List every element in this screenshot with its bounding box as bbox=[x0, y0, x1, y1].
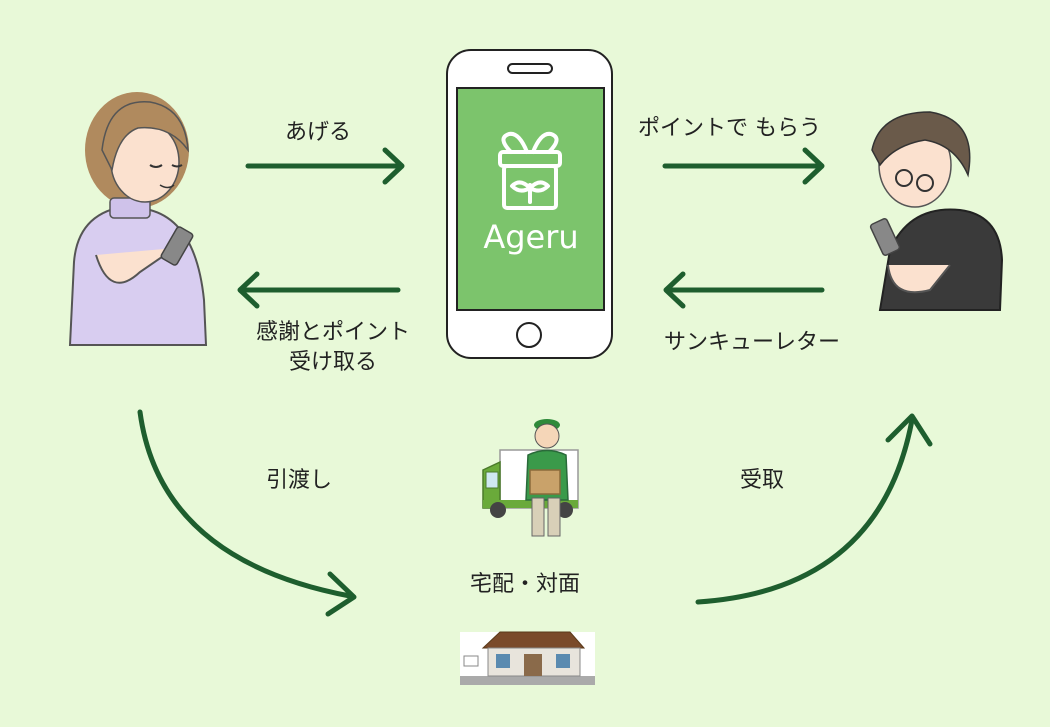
get-points-label: ポイントで もらう bbox=[638, 116, 821, 141]
house-illustration bbox=[460, 631, 595, 685]
app-name-label: Ageru bbox=[483, 218, 579, 256]
arrow-left-icon bbox=[237, 271, 401, 309]
man-illustration bbox=[869, 111, 1004, 311]
give-label: あげる bbox=[285, 120, 352, 145]
thanks-label: 感謝とポイント 受け取る bbox=[243, 318, 423, 378]
smartphone bbox=[446, 49, 613, 359]
delivery-method-label: 宅配・対面 bbox=[470, 572, 581, 597]
arrow-right-icon bbox=[662, 147, 825, 185]
woman-illustration bbox=[68, 92, 208, 346]
handover-label: 引渡し bbox=[266, 468, 333, 493]
gift-icon bbox=[498, 131, 562, 210]
thank-you-letter-label: サンキューレター bbox=[664, 330, 841, 355]
thanks-label-line1: 感謝とポイント bbox=[255, 320, 410, 345]
curved-arrow-icon bbox=[137, 409, 357, 617]
arrow-right-icon bbox=[245, 147, 405, 185]
delivery-illustration bbox=[482, 419, 579, 537]
receive-label: 受取 bbox=[740, 468, 785, 493]
arrow-left-icon bbox=[663, 271, 825, 309]
thanks-label-line2: 受け取る bbox=[288, 350, 377, 375]
curved-arrow-icon bbox=[695, 413, 933, 605]
